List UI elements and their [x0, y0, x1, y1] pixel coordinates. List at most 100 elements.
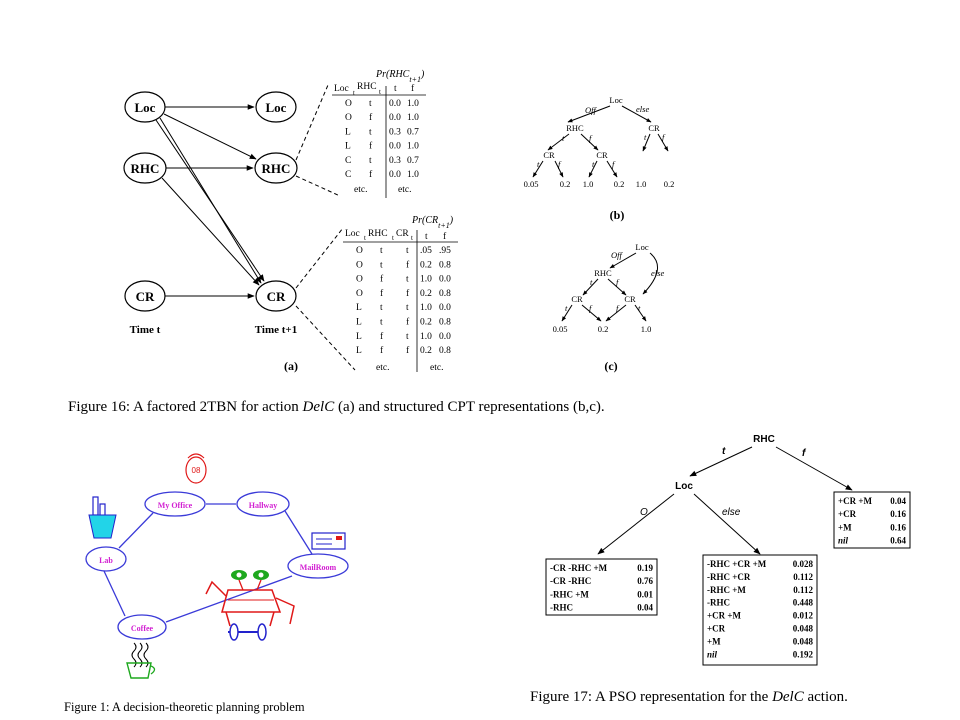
tree-b-leaf: 1.0 — [636, 179, 647, 189]
node-cr-t: CR — [124, 280, 166, 312]
tree-b-leaf: 0.2 — [614, 179, 625, 189]
tree-b-leaf: 0.2 — [560, 179, 571, 189]
outcome-prob: 0.048 — [793, 636, 814, 646]
svg-text:Loc: Loc — [135, 100, 156, 115]
node-cr-t1: CR — [255, 280, 297, 312]
svg-text:t: t — [392, 234, 394, 242]
svg-text:RHC: RHC — [566, 123, 584, 133]
svg-text:t: t — [565, 303, 568, 313]
svg-text:t: t — [590, 277, 593, 287]
tree-b: Loc Off else RHC CR t f t f CR CR t f t … — [524, 95, 675, 222]
svg-text:else: else — [636, 104, 649, 114]
cr-row-loc: L — [356, 303, 362, 313]
rhc-row-rhc: t — [369, 127, 372, 137]
svg-text:etc.: etc. — [354, 185, 367, 195]
cr-row-loc: O — [356, 289, 363, 299]
outcome-label: +CR — [707, 624, 726, 634]
svg-text:Loc: Loc — [266, 100, 287, 115]
svg-text:f: f — [616, 277, 620, 287]
svg-text:else: else — [651, 268, 664, 278]
svg-text:f: f — [589, 303, 593, 313]
svg-text:etc.: etc. — [398, 185, 411, 195]
outcome-prob: 0.048 — [793, 624, 814, 634]
cr-row-rhc: t — [380, 318, 383, 328]
svg-text:etc.: etc. — [376, 363, 389, 373]
outcome-prob: 0.16 — [890, 522, 906, 532]
svg-text:My Office: My Office — [158, 501, 193, 510]
rhc-row-t: 0.3 — [389, 127, 401, 137]
outcome-label: +M — [838, 522, 852, 532]
svg-text:t: t — [425, 232, 428, 242]
rhc-row-rhc: f — [369, 169, 373, 180]
cr-row-f: 0.8 — [439, 346, 451, 356]
coffee-cup-icon — [126, 642, 156, 679]
tree-b-leaf: 0.05 — [524, 179, 539, 189]
svg-text:Loc: Loc — [345, 229, 360, 239]
cr-row-cr: t — [406, 246, 409, 256]
rhc-row-t: 0.0 — [389, 142, 401, 152]
rhc-row-loc: O — [345, 99, 352, 109]
rhc-row-f: 1.0 — [407, 99, 419, 109]
rhc-row-loc: L — [345, 127, 351, 137]
cr-row-t: 1.0 — [420, 332, 432, 342]
svg-text:(c): (c) — [604, 359, 617, 373]
outcome-label: +CR +M — [707, 611, 742, 621]
cr-row-rhc: f — [380, 288, 384, 299]
outcome-label: -RHC — [707, 598, 730, 608]
rhc-row-f: 0.7 — [407, 156, 419, 166]
svg-text:Pr(CRt+1): Pr(CRt+1) — [411, 215, 454, 230]
fig1-planning-graph: My Office Hallway Lab MailRoom Coffee 08 — [85, 453, 349, 679]
svg-text:t: t — [537, 159, 540, 169]
cr-row-cr: f — [406, 317, 410, 328]
outcome-label: +CR — [838, 509, 857, 519]
outcome-label: -RHC +CR — [707, 572, 751, 582]
cr-row-t: 1.0 — [420, 275, 432, 285]
outcome-label: +CR +M — [838, 496, 873, 506]
svg-text:CR: CR — [136, 289, 155, 304]
rhc-row-t: 0.3 — [389, 156, 401, 166]
outcome-prob: 0.19 — [637, 563, 653, 573]
svg-text:t: t — [379, 88, 381, 96]
cr-row-f: 0.0 — [439, 303, 451, 313]
svg-text:Lab: Lab — [99, 556, 113, 565]
cr-row-cr: t — [406, 332, 409, 342]
svg-text:t: t — [411, 234, 413, 242]
rhc-row-loc: L — [345, 142, 351, 152]
outcome-label: -RHC +CR +M — [707, 559, 767, 569]
room-my-office: My Office — [144, 491, 206, 517]
cr-row-t: .05 — [420, 246, 432, 256]
cr-row-loc: O — [356, 246, 363, 256]
outcome-prob: 0.192 — [793, 649, 814, 659]
svg-text:else: else — [722, 507, 741, 518]
svg-text:CR: CR — [396, 229, 409, 239]
cr-row-t: 0.2 — [420, 346, 432, 356]
outcome-prob: 0.112 — [793, 585, 813, 595]
svg-text:etc.: etc. — [430, 363, 443, 373]
svg-text:RHC: RHC — [262, 161, 291, 176]
node-rhc-t: RHC — [123, 152, 167, 184]
cr-row-loc: L — [356, 332, 362, 342]
cr-row-t: 0.2 — [420, 289, 432, 299]
time-t1-label: Time t+1 — [255, 324, 297, 336]
svg-text:RHC: RHC — [753, 434, 775, 445]
svg-text:MailRoom: MailRoom — [300, 563, 337, 572]
cr-row-loc: L — [356, 318, 362, 328]
cr-row-cr: t — [406, 275, 409, 285]
svg-text:CR: CR — [596, 150, 608, 160]
svg-text:(b): (b) — [610, 208, 625, 222]
outcome-label: -RHC — [550, 603, 573, 613]
rhc-table-h-t: t — [394, 84, 397, 94]
svg-text:Off: Off — [585, 105, 598, 115]
outcome-prob: 0.04 — [637, 603, 653, 613]
outcome-prob: 0.028 — [793, 559, 814, 569]
cr-row-cr: t — [406, 303, 409, 313]
svg-text:t: t — [562, 133, 565, 143]
cr-row-rhc: t — [380, 246, 383, 256]
rhc-row-t: 0.0 — [389, 113, 401, 123]
cr-row-cr: f — [406, 345, 410, 356]
